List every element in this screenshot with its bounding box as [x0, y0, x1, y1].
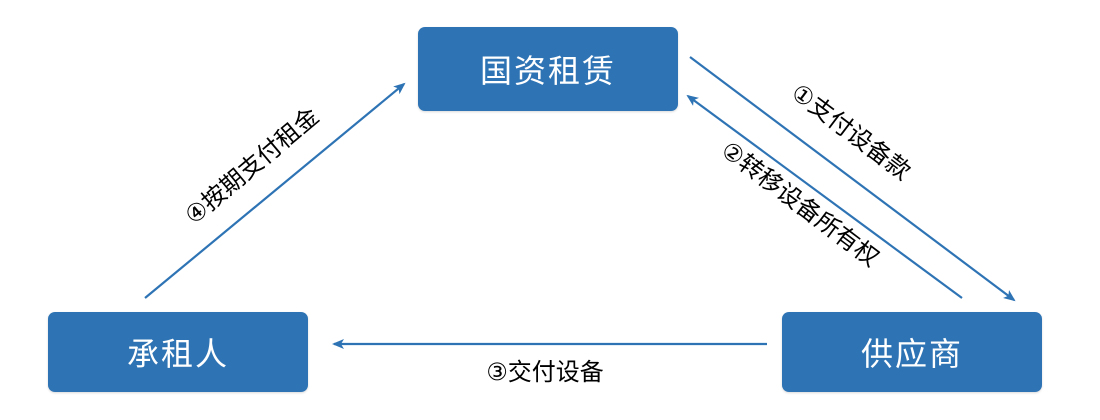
node-supplier: 供应商 — [782, 312, 1042, 392]
arrow-transfer-ownership — [686, 94, 963, 299]
arrow-pay-rent — [144, 82, 406, 299]
node-lessor: 国资租赁 — [418, 27, 678, 111]
node-lessee: 承租人 — [48, 312, 308, 392]
arrow-pay-equipment — [689, 56, 1016, 302]
label-deliver-equipment: ③交付设备 — [486, 358, 604, 386]
